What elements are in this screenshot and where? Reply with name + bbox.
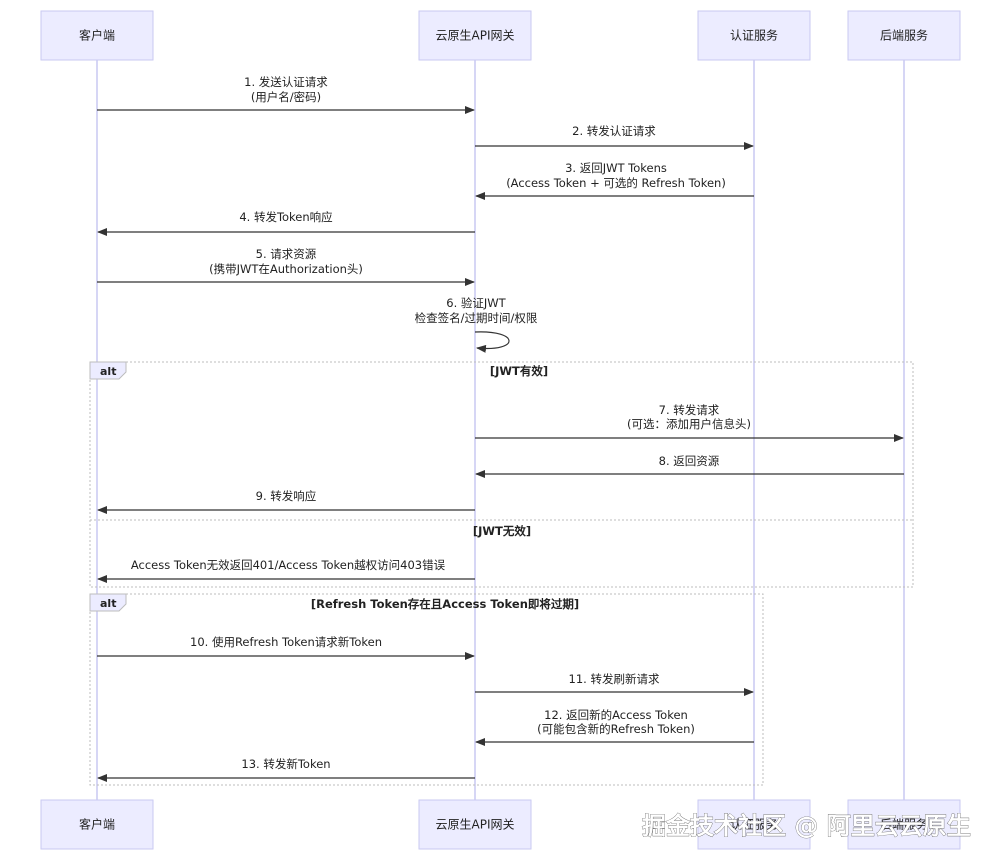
message-12-line-1: 12. 返回新的Access Token	[544, 708, 688, 722]
actor-backend-bottom: 后端服务	[847, 799, 961, 850]
message-11-line-1: 11. 转发刷新请求	[569, 672, 660, 686]
message-7: 7. 转发请求 (可选：添加用户信息头)	[475, 403, 904, 442]
message-error-line-1: Access Token无效返回401/Access Token越权访问403错…	[131, 558, 446, 572]
actor-client-bottom: 客户端	[40, 799, 154, 850]
actor-auth-top-box	[697, 10, 811, 61]
message-6: 6. 验证JWT 检查签名/过期时间/权限	[415, 296, 538, 353]
message-8: 8. 返回资源	[475, 454, 904, 478]
alt-condition-jwt-invalid: [JWT无效]	[473, 524, 531, 538]
actor-gateway-bottom-label: 云原生API网关	[436, 818, 515, 832]
message-8-line-1: 8. 返回资源	[659, 454, 720, 468]
actor-client-bottom-label: 客户端	[79, 817, 115, 832]
alt-frame-jwt: alt [JWT有效] [JWT无效]	[89, 361, 914, 588]
message-12-line-2: (可能包含新的Refresh Token)	[537, 722, 695, 736]
message-3-line-2: (Access Token + 可选的 Refresh Token)	[506, 176, 726, 190]
actor-client-top: 客户端	[40, 10, 154, 61]
alt-frame-refresh-border	[89, 593, 764, 786]
lifelines	[96, 60, 905, 800]
actor-backend-bottom-label: 后端服务	[880, 817, 928, 832]
message-5-line-2: (携带JWT在Authorization头)	[209, 262, 363, 276]
actor-client-top-label: 客户端	[79, 28, 115, 43]
alt-condition-jwt-valid: [JWT有效]	[490, 364, 548, 378]
alt-frame-refresh-label-box	[89, 593, 127, 612]
alt-frame-refresh-label: alt	[100, 597, 116, 610]
actor-auth-bottom-box	[697, 799, 811, 850]
message-2: 2. 转发认证请求	[475, 124, 754, 150]
message-6-line-2: 检查签名/过期时间/权限	[415, 311, 538, 325]
message-error: Access Token无效返回401/Access Token越权访问403错…	[97, 558, 475, 583]
message-7-line-2: (可选：添加用户信息头)	[627, 417, 751, 431]
actor-backend-top: 后端服务	[847, 10, 961, 61]
alt-condition-refresh: [Refresh Token存在且Access Token即将过期]	[311, 597, 579, 611]
message-1-line-2: (用户名/密码)	[251, 90, 321, 104]
messages: 1. 发送认证请求 (用户名/密码) 2. 转发认证请求 3. 返回JWT To…	[97, 75, 904, 782]
message-13: 13. 转发新Token	[97, 757, 475, 782]
message-12: 12. 返回新的Access Token (可能包含新的Refresh Toke…	[475, 708, 754, 746]
actor-gateway-bottom: 云原生API网关	[418, 799, 532, 850]
actor-auth-top-label: 认证服务	[730, 28, 778, 43]
alt-frame-jwt-label-box	[89, 361, 127, 380]
message-4: 4. 转发Token响应	[97, 210, 475, 236]
actors-bottom: 客户端 云原生API网关 认证服务 后端服务	[40, 799, 961, 850]
message-10: 10. 使用Refresh Token请求新Token	[97, 635, 475, 660]
actor-backend-top-box	[847, 10, 961, 61]
actor-gateway-top-box	[418, 10, 532, 61]
message-2-line-1: 2. 转发认证请求	[572, 124, 656, 138]
actors-top: 客户端 云原生API网关 认证服务 后端服务	[40, 10, 961, 61]
message-5: 5. 请求资源 (携带JWT在Authorization头)	[97, 247, 475, 286]
actor-auth-bottom-label: 认证服务	[730, 817, 778, 832]
message-1-line-1: 1. 发送认证请求	[244, 75, 328, 89]
message-5-line-1: 5. 请求资源	[256, 247, 317, 261]
message-9-line-1: 9. 转发响应	[256, 489, 317, 503]
message-13-line-1: 13. 转发新Token	[241, 757, 330, 771]
message-9: 9. 转发响应	[97, 489, 475, 514]
message-11: 11. 转发刷新请求	[475, 672, 754, 696]
message-3-line-1: 3. 返回JWT Tokens	[565, 161, 667, 175]
message-4-line-1: 4. 转发Token响应	[239, 210, 332, 224]
message-1: 1. 发送认证请求 (用户名/密码)	[97, 75, 475, 114]
actor-client-bottom-box	[40, 799, 154, 850]
actor-backend-top-label: 后端服务	[880, 28, 928, 43]
actor-auth-bottom: 认证服务	[697, 799, 811, 850]
actor-auth-top: 认证服务	[697, 10, 811, 61]
actor-backend-bottom-box	[847, 799, 961, 850]
message-10-line-1: 10. 使用Refresh Token请求新Token	[190, 635, 382, 649]
alt-frame-jwt-label: alt	[100, 365, 116, 378]
actor-gateway-top: 云原生API网关	[418, 10, 532, 61]
watermark: 掘金技术社区 @ 阿里云云原生	[642, 812, 971, 840]
actor-gateway-bottom-box	[418, 799, 532, 850]
message-7-line-1: 7. 转发请求	[659, 403, 720, 417]
actor-client-top-box	[40, 10, 154, 61]
alt-frame-refresh: alt [Refresh Token存在且Access Token即将过期]	[89, 593, 764, 786]
message-6-self-arrow	[474, 331, 510, 353]
actor-gateway-top-label: 云原生API网关	[436, 29, 515, 43]
message-3: 3. 返回JWT Tokens (Access Token + 可选的 Refr…	[475, 161, 754, 200]
message-6-line-1: 6. 验证JWT	[446, 296, 506, 310]
